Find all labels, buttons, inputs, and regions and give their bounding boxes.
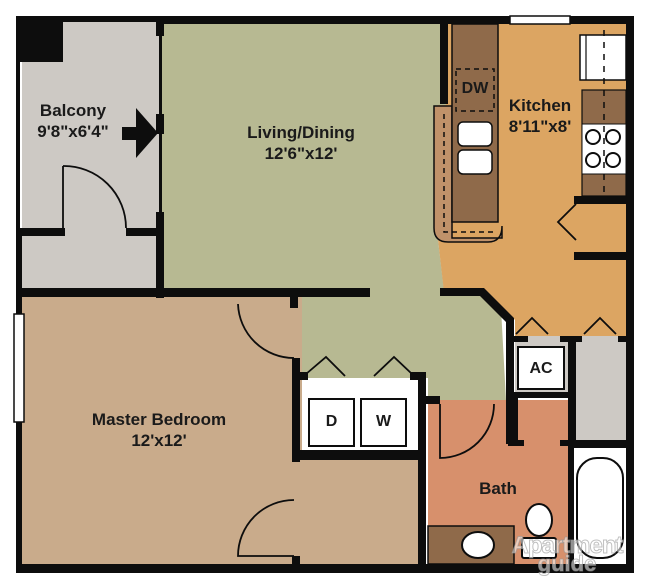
linen-closet-floor [574,336,628,440]
living-dining-floor [162,22,506,400]
room-dimensions: 9'8"x6'4" [37,122,109,142]
room-name: Balcony [39,101,107,120]
washer-label: W [375,413,392,430]
room-label-living-dining: Living/Dining 12'6"x12' [226,122,376,165]
door-swings [62,165,617,557]
walls [13,15,634,573]
apartment-guide-watermark: Apartment guide [492,532,642,577]
closet-door-swing [237,499,295,557]
linen-closet-bifold [583,316,617,335]
room-label-kitchen: Kitchen 8'11"x8' [498,95,582,138]
bath-door-swing [439,403,495,459]
sink-basin-2 [457,149,493,175]
ac-unit-box [517,346,565,390]
bath-fixtures [427,457,624,565]
dryer-box [308,398,355,447]
refrigerator [579,34,627,81]
kitchen-counter [433,23,503,243]
room-dimensions: 12'x12' [131,431,187,451]
dishwasher [455,68,495,112]
watermark-line2: guide [537,551,597,577]
burner-icon [585,129,601,145]
washer-dryer-bifold [305,355,413,377]
master-bedroom-floor [22,296,302,566]
room-label-master-bedroom: Master Bedroom 12'x12' [66,409,252,452]
bedroom-door-swing [237,303,295,359]
dryer-label: D [325,413,338,430]
burner-icon [605,152,621,168]
room-name: Bath [479,479,517,498]
bedroom-closet-floor [300,460,420,566]
bar-counter [433,105,503,243]
watermark-line1: Apartment [511,532,624,559]
toilet-bowl [525,503,553,537]
dishwasher-label: DW [461,80,489,97]
ac-closet-bifold [515,316,549,335]
room-label-balcony: Balcony 9'8"x6'4" [22,100,124,143]
room-dimensions: 12'6"x12' [264,144,338,164]
pantry-bifold [556,203,577,241]
balcony-arrow-icon [122,108,158,158]
toilet-tank [521,537,557,559]
room-label-bath: Bath [466,478,530,499]
burner-icon [605,129,621,145]
bathtub [576,457,624,559]
kitchen-appliances [579,30,627,197]
sink-basin-1 [457,121,493,147]
balcony-door-swing [62,165,127,229]
burner-icon [585,152,601,168]
room-name: Kitchen [508,96,572,115]
ac-label: AC [529,360,553,377]
room-name: Living/Dining [247,123,355,142]
room-name: Master Bedroom [91,410,227,429]
washer-box [360,398,407,447]
room-dimensions: 8'11"x8' [508,117,572,137]
bath-sink [461,531,495,559]
